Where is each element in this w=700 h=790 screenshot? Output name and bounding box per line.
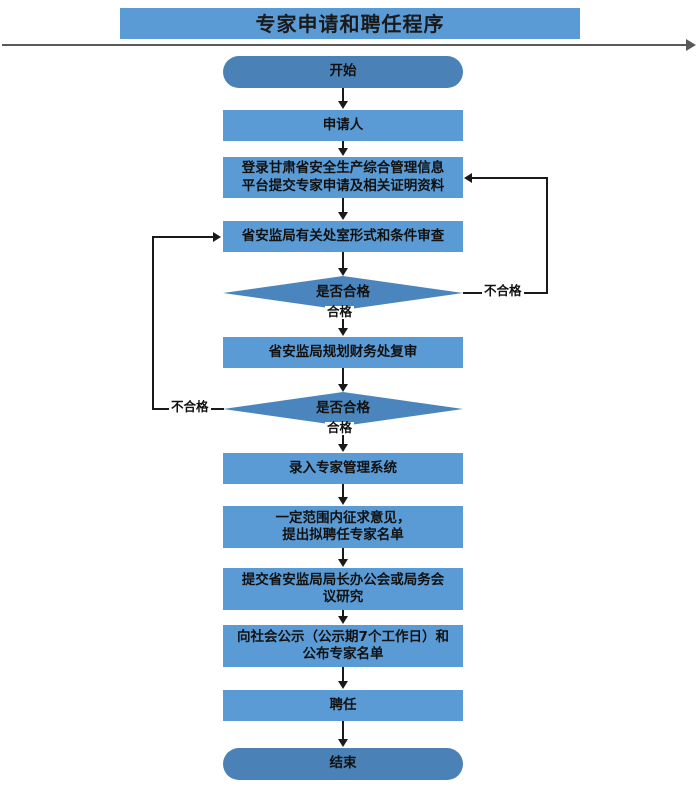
- node-decision-qualified-1-label: 是否合格: [316, 284, 370, 301]
- connector-decision2-fail-arrow-icon: [213, 232, 221, 242]
- connector-submit-to-review1-arrow-icon: [338, 212, 348, 220]
- node-solicit-opinions[interactable]: 一定范围内征求意见， 提出拟聘任专家名单: [223, 506, 463, 548]
- connector-review2-to-decision2: [342, 368, 344, 385]
- connector-appoint-to-end: [342, 721, 344, 740]
- header-divider-line: [2, 44, 688, 46]
- node-end-label: 结束: [329, 755, 357, 772]
- connector-start-to-applicant-arrow-icon: [338, 101, 348, 109]
- connector-decision2-fail-return: [152, 236, 214, 238]
- edge-label-decision1-pass: 合格: [325, 304, 355, 319]
- node-applicant[interactable]: 申请人: [223, 110, 463, 141]
- node-submit-application[interactable]: 登录甘肃省安全生产综合管理信息 平台提交专家申请及相关证明资料: [223, 157, 463, 198]
- connector-consult-to-meeting: [342, 548, 344, 560]
- connector-applicant-to-submit: [342, 141, 344, 149]
- connector-consult-to-meeting-arrow-icon: [338, 559, 348, 567]
- edge-label-decision1-fail: 不合格: [482, 283, 524, 298]
- node-appointment-label: 聘任: [329, 696, 357, 713]
- connector-decision1-fail-vertical: [546, 177, 548, 293]
- page-title: 专家申请和聘任程序: [255, 11, 445, 36]
- node-decision-qualified-2-label: 是否合格: [316, 400, 370, 417]
- node-enter-expert-system[interactable]: 录入专家管理系统: [223, 453, 463, 484]
- connector-publicize-to-appoint: [342, 667, 344, 682]
- node-public-notice-label: 向社会公示（公示期7个工作日）和 公布专家名单: [237, 628, 449, 662]
- node-solicit-opinions-label: 一定范围内征求意见， 提出拟聘任专家名单: [275, 509, 411, 543]
- connector-decision2-fail-vertical: [152, 236, 154, 409]
- connector-review1-to-decision1-arrow-icon: [338, 268, 348, 276]
- connector-applicant-to-submit-arrow-icon: [338, 148, 348, 156]
- connector-publicize-to-appoint-arrow-icon: [338, 681, 348, 689]
- connector-decision1-fail-return: [472, 177, 548, 179]
- connector-meeting-to-publicize-arrow-icon: [338, 616, 348, 624]
- node-public-notice[interactable]: 向社会公示（公示期7个工作日）和 公布专家名单: [223, 625, 463, 667]
- node-start-label: 开始: [329, 63, 357, 80]
- node-finance-recheck-label: 省安监局规划财务处复审: [268, 343, 418, 360]
- connector-decision1-pass-arrow-icon: [338, 328, 348, 336]
- edge-label-decision2-fail: 不合格: [169, 399, 211, 414]
- node-applicant-label: 申请人: [322, 116, 364, 133]
- connector-decision1-pass: [342, 310, 344, 329]
- connector-meeting-to-publicize: [342, 610, 344, 617]
- connector-decision1-fail-arrow-icon: [464, 173, 472, 183]
- connector-decision2-pass: [342, 426, 344, 445]
- connector-start-to-applicant: [342, 88, 344, 102]
- node-director-meeting[interactable]: 提交省安监局局长办公会或局务会 议研究: [223, 568, 463, 610]
- node-enter-expert-system-label: 录入专家管理系统: [289, 459, 397, 476]
- connector-review2-to-decision2-arrow-icon: [338, 384, 348, 392]
- connector-submit-to-review1: [342, 198, 344, 213]
- node-appointment[interactable]: 聘任: [223, 690, 463, 721]
- connector-enter-to-consult: [342, 484, 344, 498]
- edge-label-decision2-pass: 合格: [325, 420, 355, 435]
- connector-review1-to-decision1: [342, 252, 344, 269]
- node-formal-review-label: 省安监局有关处室形式和条件审查: [241, 227, 445, 244]
- node-formal-review[interactable]: 省安监局有关处室形式和条件审查: [223, 221, 463, 252]
- connector-enter-to-consult-arrow-icon: [338, 497, 348, 505]
- connector-decision2-pass-arrow-icon: [338, 444, 348, 452]
- node-end[interactable]: 结束: [223, 748, 463, 780]
- chart-title-banner: 专家申请和聘任程序: [120, 8, 580, 39]
- node-start[interactable]: 开始: [223, 56, 463, 88]
- node-director-meeting-label: 提交省安监局局长办公会或局务会 议研究: [241, 571, 445, 605]
- connector-appoint-to-end-arrow-icon: [338, 739, 348, 747]
- node-submit-application-label: 登录甘肃省安全生产综合管理信息 平台提交专家申请及相关证明资料: [241, 160, 445, 194]
- header-divider-arrow-icon: [686, 39, 696, 51]
- node-finance-recheck[interactable]: 省安监局规划财务处复审: [223, 337, 463, 368]
